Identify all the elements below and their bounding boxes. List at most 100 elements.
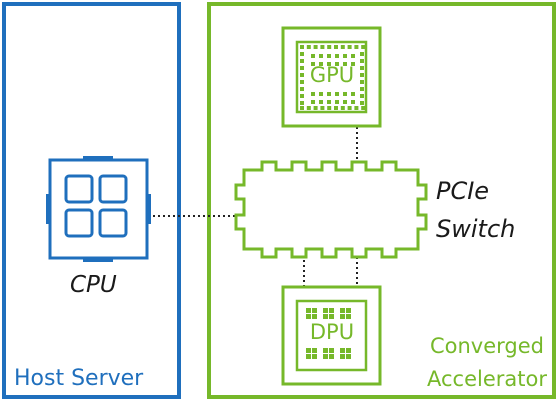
dpu-core [346,354,351,359]
gpu-chip-icon [281,26,382,128]
gpu-pin [327,106,332,110]
gpu-pin [354,106,359,110]
gpu-core [319,62,323,66]
dpu-core [340,314,345,319]
gpu-core [351,62,355,66]
converged-accelerator-label: Converged Accelerator [417,330,557,396]
gpu-pin [300,52,304,56]
gpu-core [335,92,339,96]
gpu-core [335,100,339,104]
gpu-pin [360,73,364,77]
gpu-core [311,62,315,66]
dpu-label: DPU [309,320,355,344]
gpu-pin [340,106,345,110]
dpu-core [329,314,334,319]
pcie-switch-outline [234,160,428,259]
dpu-core [340,348,345,353]
dpu-core [329,308,334,313]
dpu-core [306,354,311,359]
dpu-core [323,314,328,319]
gpu-pin [347,45,352,49]
gpu-core [335,62,339,66]
dpu-core [340,354,345,359]
gpu-pin [300,73,304,77]
dpu-core [340,308,345,313]
dpu-core [312,314,317,319]
host-server-box [2,2,181,399]
host-server-label: Host Server [14,366,144,391]
gpu-pin [300,59,304,63]
gpu-core [343,92,347,96]
gpu-core [311,100,315,104]
gpu-pin [360,80,364,84]
gpu-pin [313,106,318,110]
gpu-pin [360,52,364,56]
converged-accelerator-label-line1: Converged [429,334,544,358]
gpu-pin [334,106,338,110]
cpu-label: CPU [70,272,117,298]
gpu-core [343,54,347,58]
pcie-switch-icon [234,160,428,259]
gpu-core [327,92,331,96]
dpu-core [329,354,334,359]
dpu-core [312,354,317,359]
gpu-pin [306,45,311,49]
gpu-pin [360,87,364,91]
gpu-core [327,54,331,58]
dpu-core [306,348,311,353]
gpu-core [327,100,331,104]
dpu-chip-icon [281,285,382,386]
gpu-core [343,100,347,104]
gpu-core [327,62,331,66]
gpu-pin [360,94,364,98]
dpu-core [346,348,351,353]
gpu-pin [313,45,318,49]
gpu-core [351,100,355,104]
gpu-pin [361,45,366,49]
gpu-core [319,92,323,96]
gpu-pin [327,45,332,49]
gpu-core [351,54,355,58]
gpu-core [311,92,315,96]
gpu-pin [347,106,352,110]
pcie-switch-label: PCIe Switch [436,172,515,248]
gpu-pin [300,101,304,105]
gpu-core [319,54,323,58]
converged-accelerator-label-line2: Accelerator [427,367,547,391]
gpu-pin [300,66,304,70]
gpu-core [335,54,339,58]
gpu-pin [340,45,345,49]
dpu-core [346,314,351,319]
gpu-pin [334,45,338,49]
gpu-core [343,62,347,66]
dpu-core [306,314,311,319]
dpu-core [323,348,328,353]
gpu-pin [360,59,364,63]
gpu-pin [361,106,366,110]
dpu-core [306,308,311,313]
gpu-label: GPU [309,63,355,87]
cpu-chip-icon [46,156,151,262]
dpu-core [312,348,317,353]
dpu-core [312,308,317,313]
pcie-switch-label-line1: PCIe [436,177,490,205]
dpu-core [329,348,334,353]
gpu-pin [300,87,304,91]
gpu-pin [320,106,325,110]
gpu-pin [300,106,304,110]
gpu-pin [320,45,325,49]
gpu-core [319,100,323,104]
dpu-core [346,308,351,313]
pcie-switch-label-line2: Switch [436,215,516,243]
gpu-pin [300,45,304,49]
gpu-pin [306,106,311,110]
gpu-pin [360,66,364,70]
gpu-pin [300,94,304,98]
gpu-pin [354,45,359,49]
gpu-pin [300,80,304,84]
dpu-core [323,354,328,359]
dpu-core [323,308,328,313]
gpu-core [351,92,355,96]
gpu-pin [360,101,364,105]
